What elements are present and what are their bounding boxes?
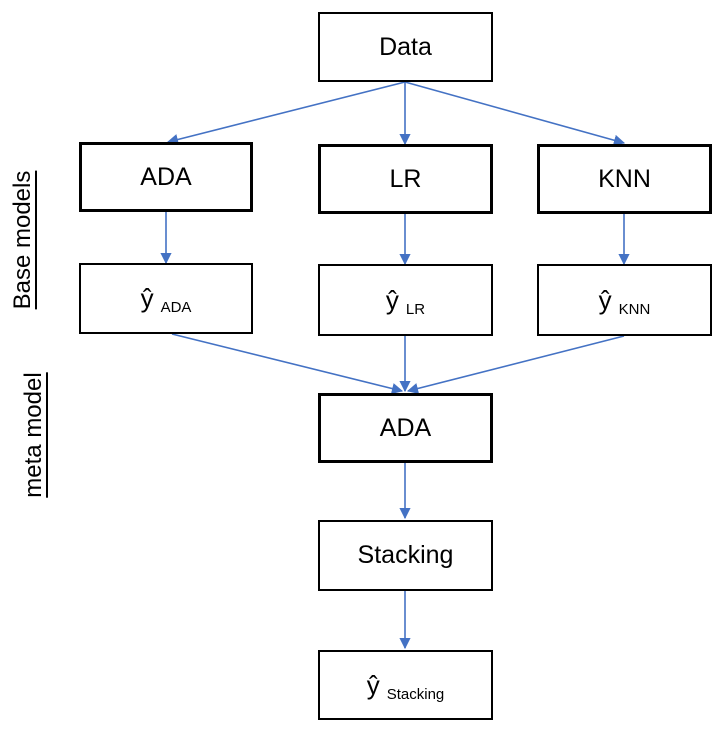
pred-stacking-subscript: Stacking	[386, 685, 445, 703]
data-box: Data	[318, 12, 493, 82]
pred-ada-symbol: ŷ	[140, 283, 154, 313]
stacking-label: Stacking	[357, 541, 454, 569]
arrow-pred-knn-to-meta	[406, 335, 625, 394]
pred-knn-box: ŷ KNN	[537, 264, 712, 336]
pred-lr-box: ŷ LR	[318, 264, 493, 336]
base-lr-label: LR	[389, 164, 422, 193]
pred-knn-subscript: KNN	[618, 300, 651, 318]
base-lr-box: LR	[318, 144, 493, 214]
base-ada-box: ADA	[79, 142, 253, 212]
pred-lr-symbol: ŷ	[385, 284, 399, 315]
pred-stacking-symbol: ŷ	[366, 669, 380, 700]
pred-lr-value: ŷ LR	[385, 284, 426, 318]
pred-stacking-box: ŷ Stacking	[318, 650, 493, 720]
meta-ada-box: ADA	[318, 393, 493, 463]
pred-lr-subscript: LR	[405, 300, 426, 318]
pred-ada-box: ŷ ADA	[79, 263, 253, 334]
pred-knn-symbol: ŷ	[598, 284, 612, 315]
base-knn-label: KNN	[598, 164, 651, 193]
pred-stacking-value: ŷ Stacking	[366, 669, 445, 703]
data-box-label: Data	[379, 32, 432, 61]
base-ada-label: ADA	[140, 162, 192, 191]
pred-ada-value: ŷ ADA	[140, 283, 192, 316]
arrow-data-to-knn	[404, 81, 626, 146]
pred-ada-subscript: ADA	[160, 299, 192, 316]
arrow-pred-ada-to-meta	[171, 333, 404, 395]
base-knn-box: KNN	[537, 144, 712, 214]
base-models-label: Base models	[9, 170, 36, 310]
pred-knn-value: ŷ KNN	[598, 284, 651, 318]
arrow-data-to-ada	[166, 81, 406, 145]
stacking-box: Stacking	[318, 520, 493, 591]
meta-model-label: meta model	[20, 372, 47, 498]
meta-ada-label: ADA	[379, 413, 432, 442]
